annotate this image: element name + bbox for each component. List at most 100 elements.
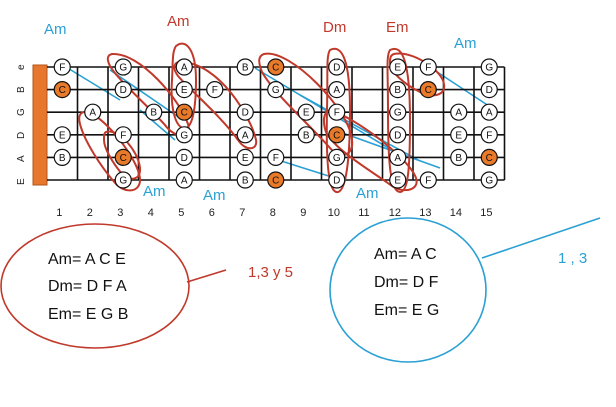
- note-marker: D: [328, 58, 346, 76]
- note-dot: [53, 58, 71, 76]
- note-marker: B: [53, 148, 71, 166]
- chord-label-em-top: Em: [386, 19, 409, 36]
- note-label: C: [333, 130, 340, 141]
- note-label: A: [242, 130, 249, 141]
- note-marker: B: [389, 80, 407, 99]
- note-label: A: [89, 108, 96, 119]
- note-dot: [236, 148, 254, 166]
- chord-label-am-top-left: Am: [44, 21, 67, 38]
- note-marker: G: [175, 126, 193, 144]
- note-dot: [145, 103, 163, 121]
- note-label: G: [485, 176, 493, 187]
- right-pointer-line: [481, 217, 601, 259]
- note-label: G: [485, 63, 493, 74]
- note-marker: B: [145, 103, 163, 121]
- right-chord-dm: Dm= D F: [374, 274, 439, 291]
- note-marker: B: [236, 58, 254, 76]
- note-dot: [328, 58, 346, 76]
- note-label: D: [181, 153, 188, 164]
- fret-number: 8: [270, 207, 276, 219]
- note-label: D: [333, 63, 340, 74]
- note-label: D: [120, 85, 127, 96]
- fret-number: 6: [209, 207, 215, 219]
- note-marker: A: [175, 58, 193, 76]
- note-dot: [389, 80, 407, 99]
- note-label: C: [59, 85, 66, 96]
- note-marker: F: [206, 80, 224, 99]
- note-label: E: [59, 130, 66, 141]
- note-label: E: [455, 130, 462, 141]
- fret-number: 4: [148, 207, 154, 219]
- fret-number: 7: [239, 207, 245, 219]
- note-dot: [389, 148, 407, 166]
- note-dot: [236, 126, 254, 144]
- string-label: e: [16, 64, 27, 70]
- note-label: D: [333, 176, 340, 187]
- note-label: E: [394, 63, 401, 74]
- note-label: D: [486, 85, 493, 96]
- note-marker: F: [114, 126, 132, 144]
- chord-label-am-top-red: Am: [167, 13, 190, 30]
- note-dot: [297, 126, 315, 144]
- note-marker: E: [389, 171, 407, 189]
- note-marker: C: [267, 171, 285, 189]
- note-marker: F: [53, 58, 71, 76]
- fret-number: 2: [87, 207, 93, 219]
- note-marker: E: [236, 148, 254, 166]
- right-interval-note: 1 , 3: [558, 250, 588, 267]
- note-marker: C: [419, 80, 437, 99]
- note-label: E: [242, 153, 249, 164]
- note-label: C: [120, 153, 127, 164]
- note-dot: [480, 80, 498, 99]
- note-marker: G: [389, 103, 407, 121]
- note-dot: [419, 171, 437, 189]
- note-label: E: [303, 108, 310, 119]
- note-marker: G: [267, 80, 285, 99]
- chord-label-am-bottom-2: Am: [203, 187, 226, 204]
- right-chord-ellipse: [329, 217, 487, 363]
- note-marker: A: [450, 103, 468, 121]
- root-note-dot: [175, 103, 193, 121]
- note-label: A: [181, 63, 188, 74]
- note-label: G: [333, 153, 341, 164]
- fret-number: 3: [117, 207, 123, 219]
- left-pointer-line: [186, 269, 227, 283]
- note-label: C: [486, 153, 493, 164]
- note-marker: C: [267, 58, 285, 76]
- note-marker: A: [84, 103, 102, 121]
- fret-number: 11: [358, 207, 369, 219]
- chord-label-dm-top: Dm: [323, 19, 346, 36]
- note-dot: [450, 148, 468, 166]
- note-dot: [175, 171, 193, 189]
- note-dot: [480, 103, 498, 121]
- note-dot: [53, 148, 71, 166]
- note-marker: D: [236, 103, 254, 121]
- note-marker: G: [114, 171, 132, 189]
- root-note-dot: [328, 126, 346, 144]
- note-label: E: [181, 85, 188, 96]
- note-label: B: [455, 153, 462, 164]
- note-label: G: [394, 108, 402, 119]
- note-dot: [480, 126, 498, 144]
- note-marker: A: [480, 103, 498, 121]
- note-marker: F: [328, 103, 346, 121]
- note-marker: G: [480, 58, 498, 76]
- note-dot: [480, 58, 498, 76]
- note-label: D: [394, 130, 401, 141]
- note-label: A: [333, 85, 340, 96]
- note-dot: [114, 171, 132, 189]
- note-marker: D: [114, 80, 132, 99]
- fret-number: 5: [178, 207, 184, 219]
- right-chord-em: Em= E G: [374, 302, 440, 319]
- note-label: D: [242, 108, 249, 119]
- note-dot: [236, 58, 254, 76]
- note-dot: [480, 171, 498, 189]
- note-label: F: [334, 108, 340, 119]
- note-dot: [450, 126, 468, 144]
- fret-number: 15: [480, 207, 492, 219]
- note-dot: [114, 126, 132, 144]
- note-label: F: [120, 130, 126, 141]
- root-note-dot: [267, 58, 285, 76]
- note-label: A: [394, 153, 401, 164]
